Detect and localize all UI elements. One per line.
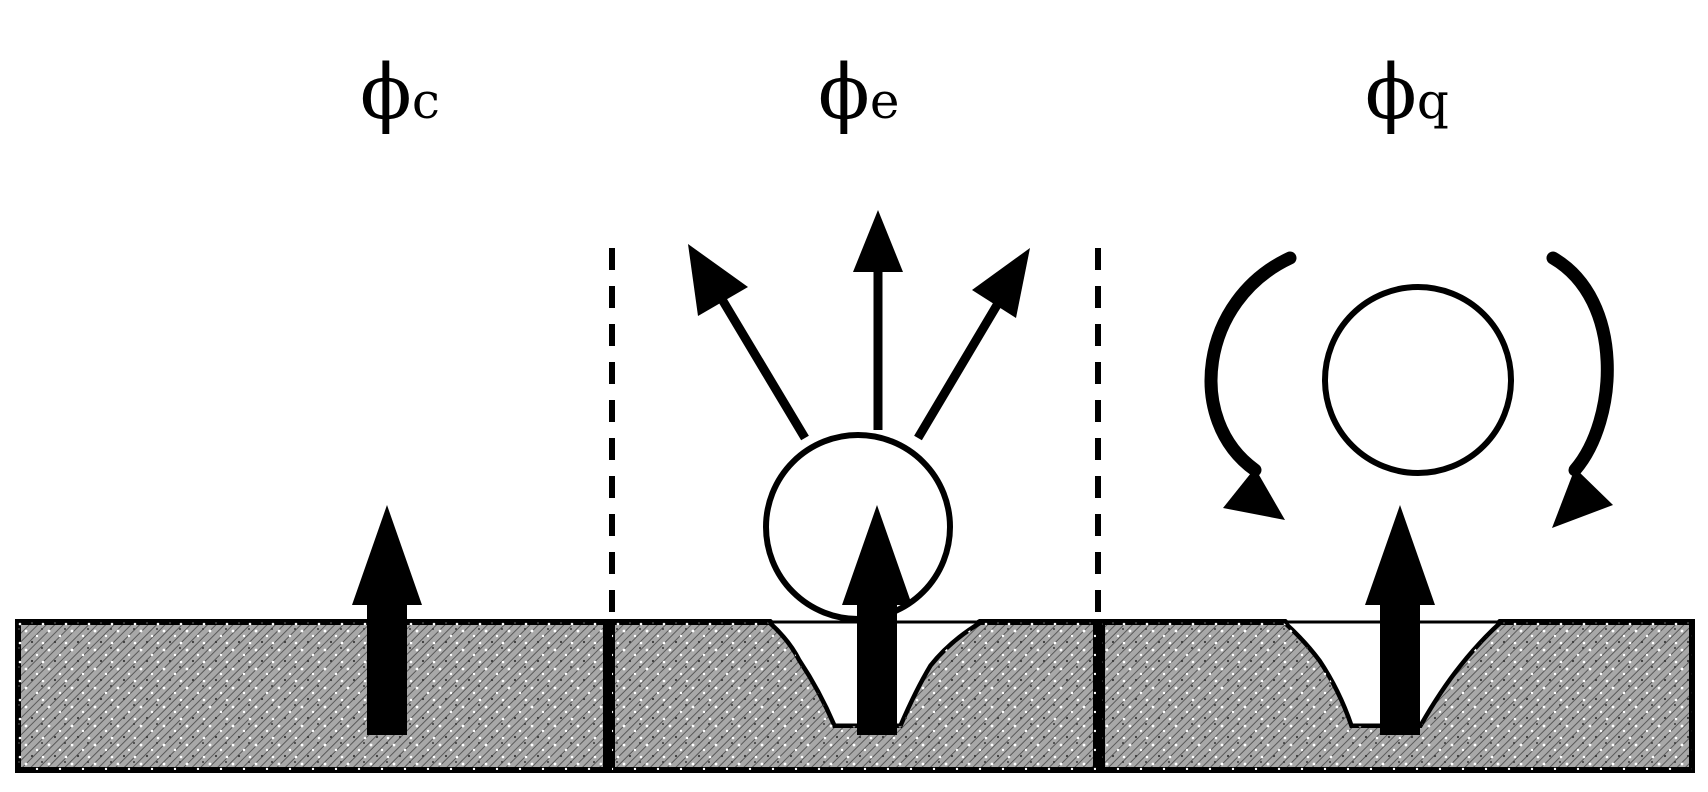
label-phi-q: ϕq [1365,47,1449,136]
label-phi-q-subscript: q [1417,72,1449,130]
substrate-left [15,619,609,773]
particle-middle [763,432,953,622]
label-phi-e-symbol: ϕ [818,47,870,136]
return-arrow-right [1546,251,1614,528]
substrate-middle [609,619,1099,773]
up-arrow-right [1365,505,1435,735]
label-phi-e-subscript: e [870,72,900,130]
particle-right [1322,284,1514,476]
label-phi-c-subscript: c [412,72,440,130]
label-phi-c-symbol: ϕ [360,47,412,136]
label-phi-q-symbol: ϕ [1365,47,1417,136]
up-arrow-left [352,505,422,735]
label-phi-c: ϕc [360,47,440,136]
return-arrow-left [1204,251,1297,520]
emission-arrow-center [853,210,903,430]
emission-arrow-right [914,248,1030,441]
emission-arrow-left [688,244,809,441]
label-phi-e: ϕe [818,47,899,136]
